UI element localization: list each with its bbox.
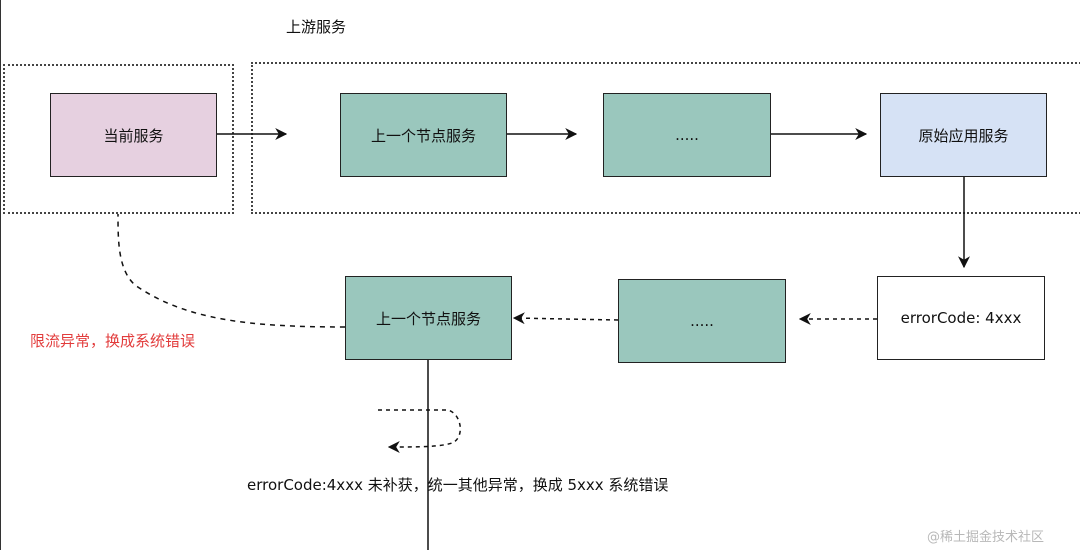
dashed-curve-rate-limit-return xyxy=(117,213,346,328)
prev-node-service-top: 上一个节点服务 xyxy=(340,93,507,177)
dashed-loop-arrow xyxy=(378,409,461,453)
left-edge-line xyxy=(0,0,1,550)
ellipsis-node-bottom: ..... xyxy=(618,279,786,363)
error-code-node: errorCode: 4xxx xyxy=(877,276,1045,360)
watermark: @稀土掘金技术社区 xyxy=(927,530,1045,545)
upstream-label: 上游服务 xyxy=(286,18,347,36)
dashed-arrow-ellipsis-to-prev xyxy=(512,312,619,325)
upstream-group xyxy=(251,62,1080,214)
current-service-node: 当前服务 xyxy=(50,93,217,177)
origin-app-service-node: 原始应用服务 xyxy=(880,93,1047,177)
rate-limit-note: 限流异常，换成系统错误 xyxy=(30,332,196,350)
ellipsis-node-top: ..... xyxy=(603,93,771,177)
uncaught-error-note: errorCode:4xxx 未补获，统一其他异常，换成 5xxx 系统错误 xyxy=(247,476,669,494)
prev-node-service-bottom: 上一个节点服务 xyxy=(345,276,512,360)
current-service-group xyxy=(3,64,234,214)
